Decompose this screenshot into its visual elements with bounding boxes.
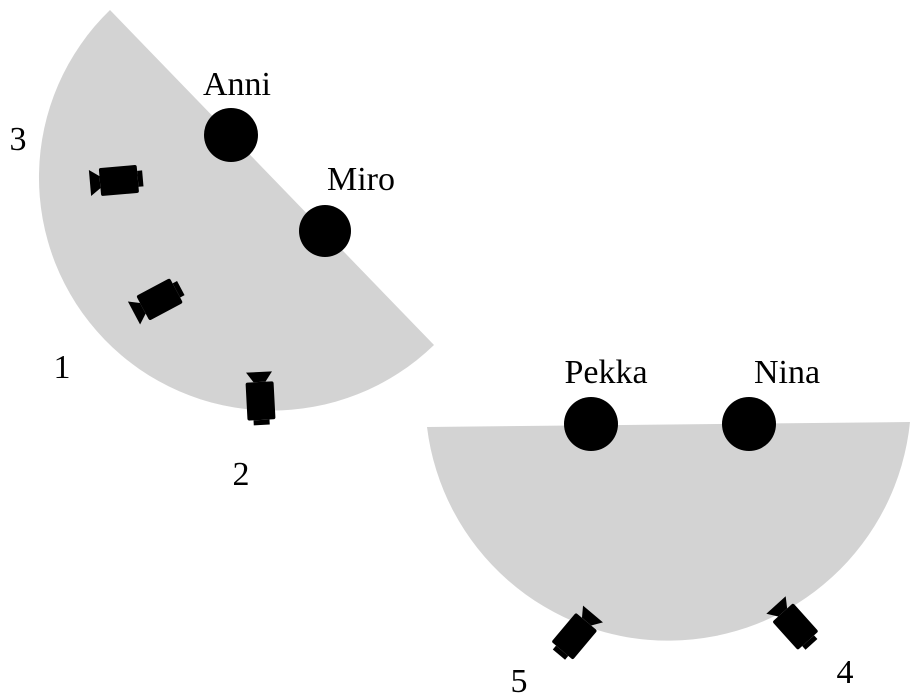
person-label: Miro (327, 161, 395, 198)
person-label: Anni (203, 66, 271, 103)
person-label: Pekka (564, 354, 647, 391)
camera-number: 3 (10, 121, 27, 158)
camera-1: 1 (54, 275, 188, 386)
camera-number: 2 (233, 456, 250, 493)
person-marker (564, 397, 618, 451)
person-miro: Miro (299, 161, 395, 257)
stage-area (427, 422, 910, 641)
scene-2: Pekka Nina 5 4 (427, 354, 910, 694)
person-marker (722, 397, 776, 451)
camera-5: 5 (511, 605, 604, 694)
camera-4: 4 (765, 595, 854, 691)
person-label: Nina (754, 354, 820, 391)
camera-number: 5 (511, 663, 528, 694)
person-anni: Anni (203, 66, 271, 162)
scene-1: Anni Miro 3 1 2 (10, 10, 435, 493)
person-marker (299, 205, 351, 257)
camera-3: 3 (10, 121, 145, 197)
person-nina: Nina (722, 354, 820, 451)
camera-2: 2 (233, 371, 276, 493)
person-pekka: Pekka (564, 354, 648, 451)
person-marker (204, 108, 258, 162)
camera-number: 1 (54, 349, 71, 386)
camera-number: 4 (837, 654, 854, 691)
